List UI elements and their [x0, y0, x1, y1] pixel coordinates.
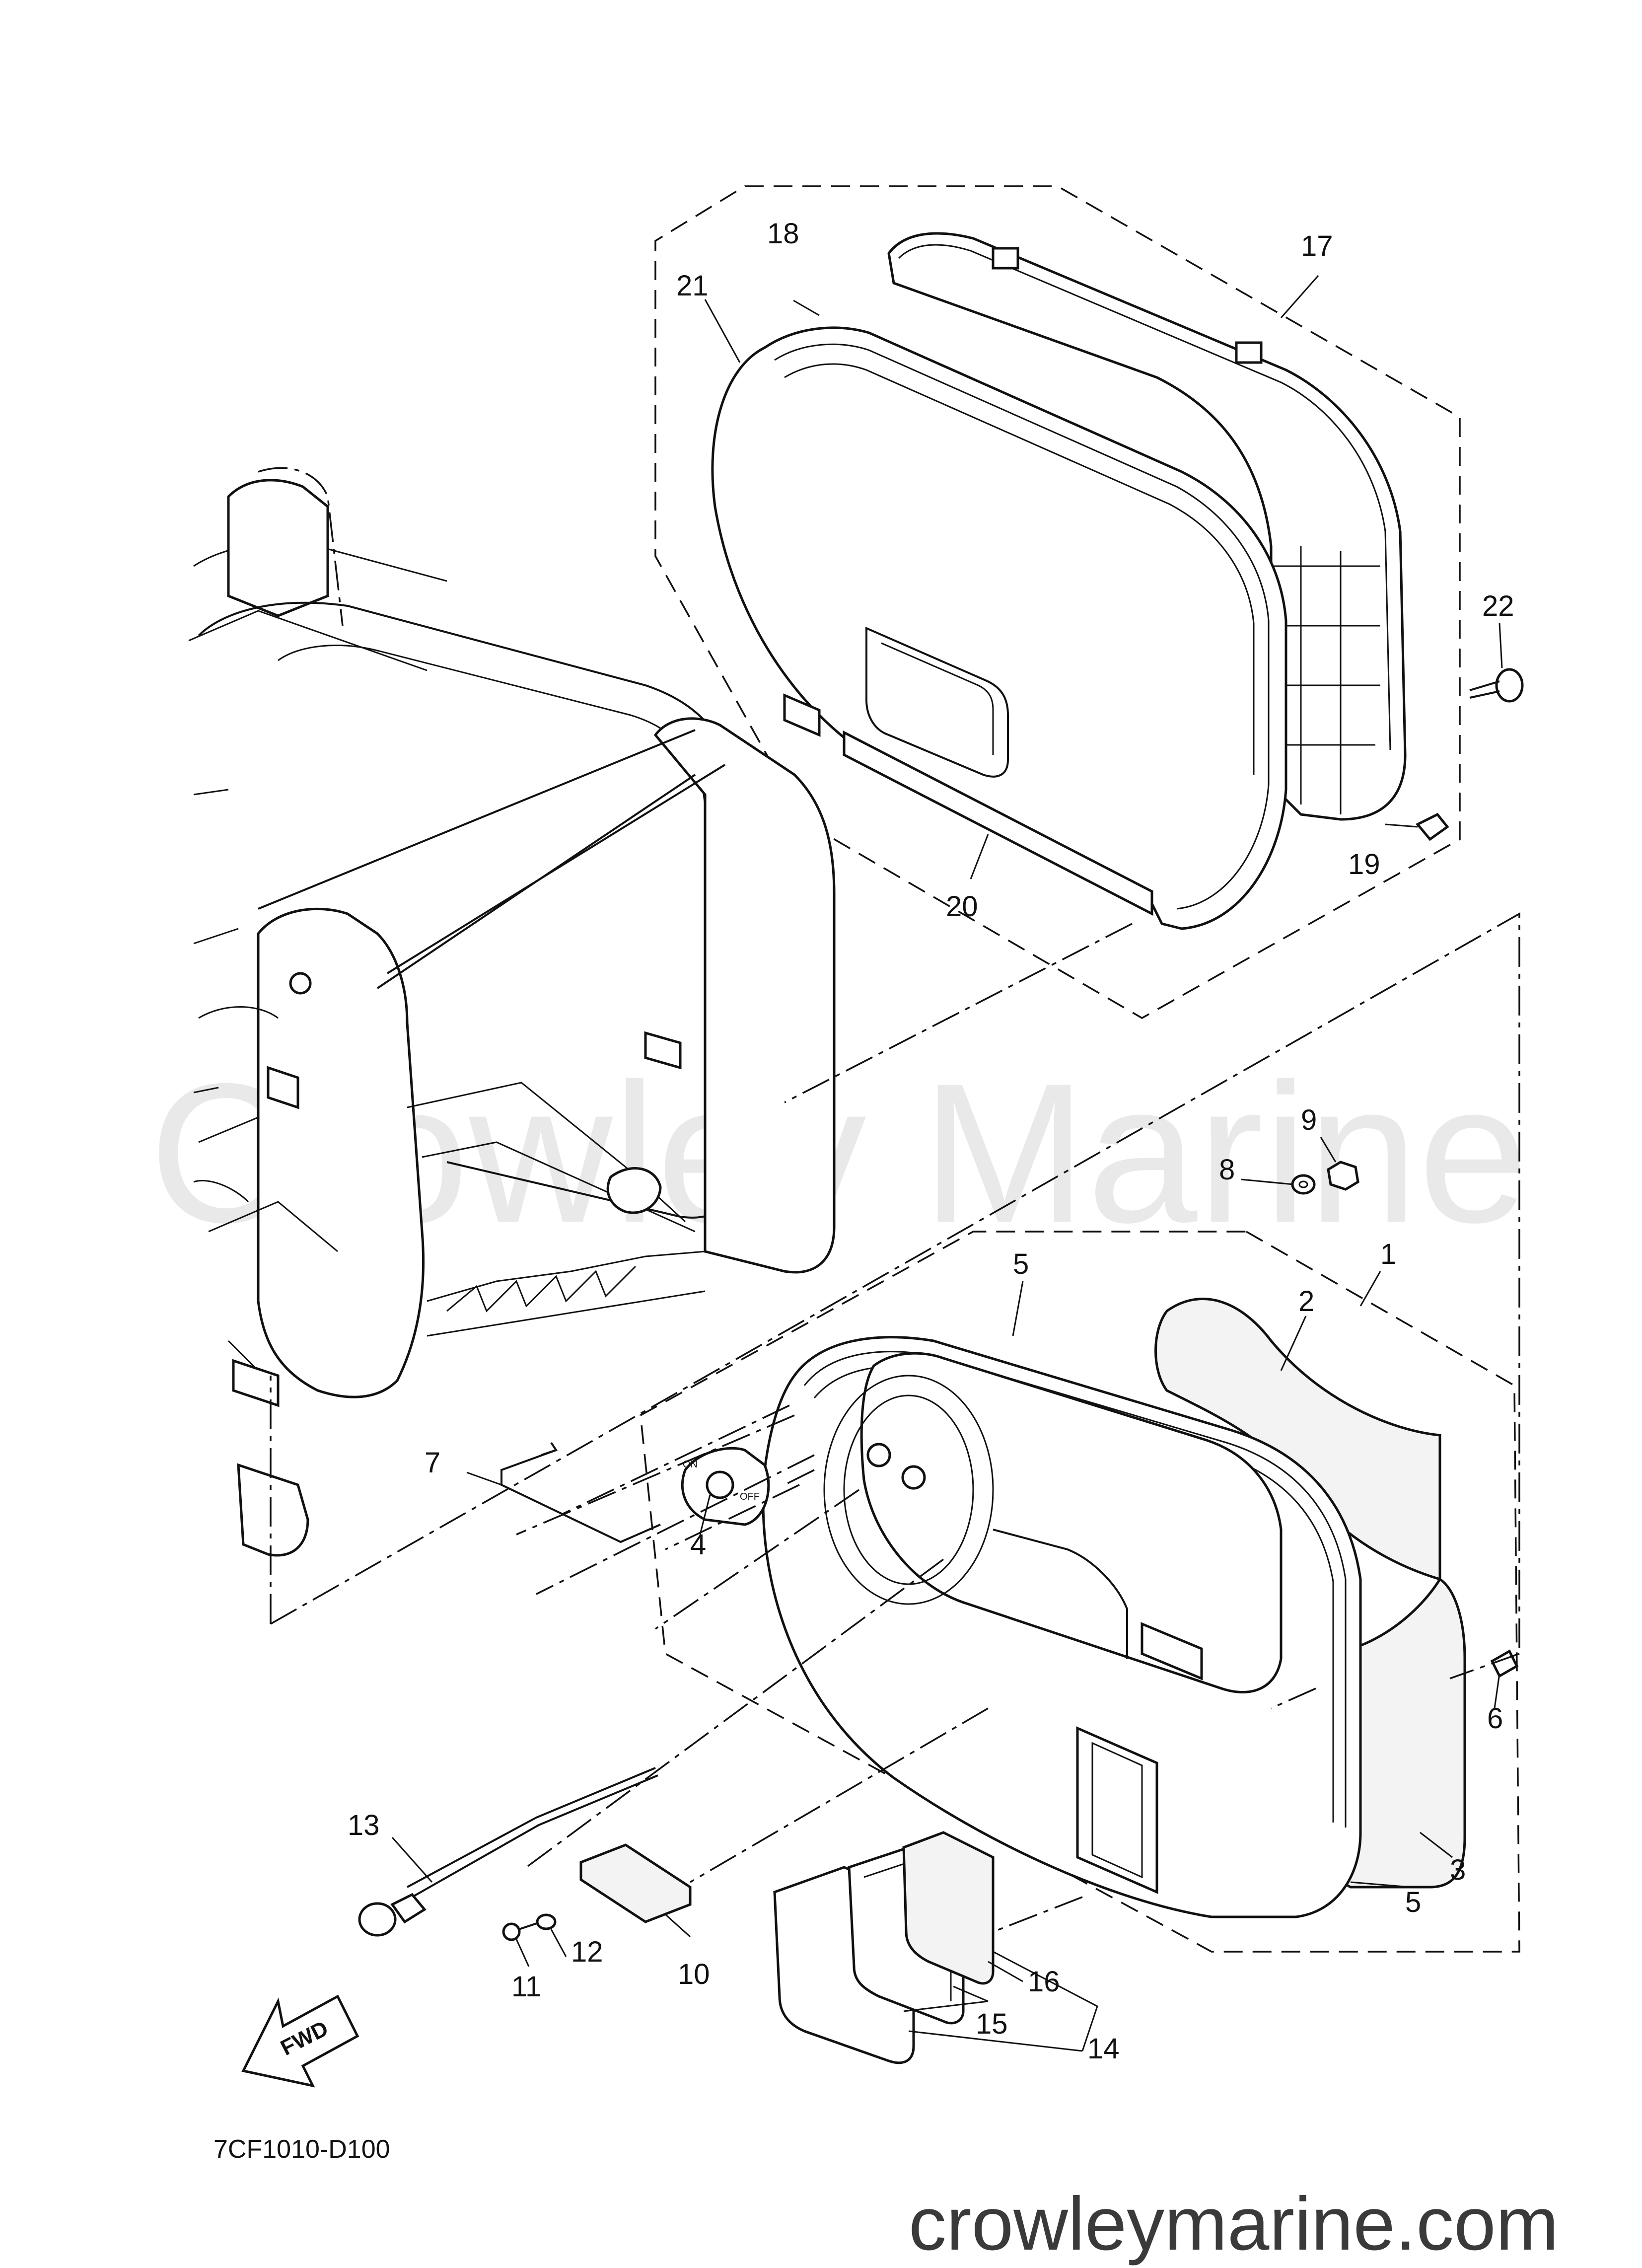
part-9-nut	[1327, 1161, 1359, 1191]
callout-7: 7	[425, 1447, 440, 1479]
part-16-pad	[902, 1831, 995, 1985]
part-11-screw	[502, 1921, 542, 1941]
part-2-cushion	[1154, 1298, 1441, 1581]
overall-boundary	[270, 912, 1520, 1654]
callout-5-bottom: 5	[1405, 1886, 1421, 1918]
alignment-lines	[516, 923, 1133, 1883]
part-8-washer	[1291, 1174, 1316, 1195]
leader-lines	[391, 275, 1503, 2052]
callout-8: 8	[1219, 1154, 1235, 1186]
callout-11: 11	[511, 1971, 541, 2003]
lower-group-boundary	[640, 1231, 1520, 1953]
callout-2: 2	[1298, 1285, 1314, 1317]
part-7-rod	[500, 1449, 661, 1543]
callout-21: 21	[676, 270, 709, 302]
housing-body	[188, 467, 836, 1557]
callout-6: 6	[1487, 1702, 1503, 1735]
diagram-code: 7CF1010-D100	[214, 2135, 390, 2164]
switch-off-label: OFF	[740, 1491, 760, 1502]
part-10-pad	[579, 1843, 692, 1923]
callout-22: 22	[1482, 590, 1514, 622]
callout-14: 14	[1087, 2033, 1120, 2065]
part-21-cover	[711, 326, 1287, 930]
part-13-cable	[358, 1767, 658, 1937]
callout-5-top: 5	[1013, 1248, 1029, 1280]
part-6-clip	[1490, 1649, 1519, 1678]
callout-3: 3	[1450, 1854, 1466, 1886]
part-4-switch-plate: ON OFF	[681, 1447, 770, 1526]
callout-18: 18	[767, 218, 799, 250]
fwd-arrow: FWD	[241, 1994, 359, 2088]
callout-4: 4	[690, 1529, 706, 1561]
part-19-clip	[1416, 812, 1449, 841]
callout-13: 13	[348, 1809, 380, 1841]
callout-19: 19	[1348, 848, 1380, 880]
part-22-bolt	[1469, 668, 1524, 703]
part-12-washer	[536, 1913, 557, 1930]
upper-group-boundary	[654, 185, 1461, 1020]
callout-16: 16	[1028, 1966, 1060, 1998]
part-1-frame	[762, 1336, 1362, 1918]
callout-15: 15	[976, 2008, 1008, 2040]
callout-17: 17	[1301, 230, 1333, 262]
callout-20: 20	[946, 890, 978, 923]
callout-1: 1	[1380, 1238, 1396, 1270]
callout-9: 9	[1301, 1104, 1317, 1136]
callout-12: 12	[571, 1936, 603, 1968]
website-text: crowleymarine.com	[909, 2182, 1559, 2266]
callout-10: 10	[678, 1958, 710, 1990]
part-20-strip	[843, 730, 1153, 916]
